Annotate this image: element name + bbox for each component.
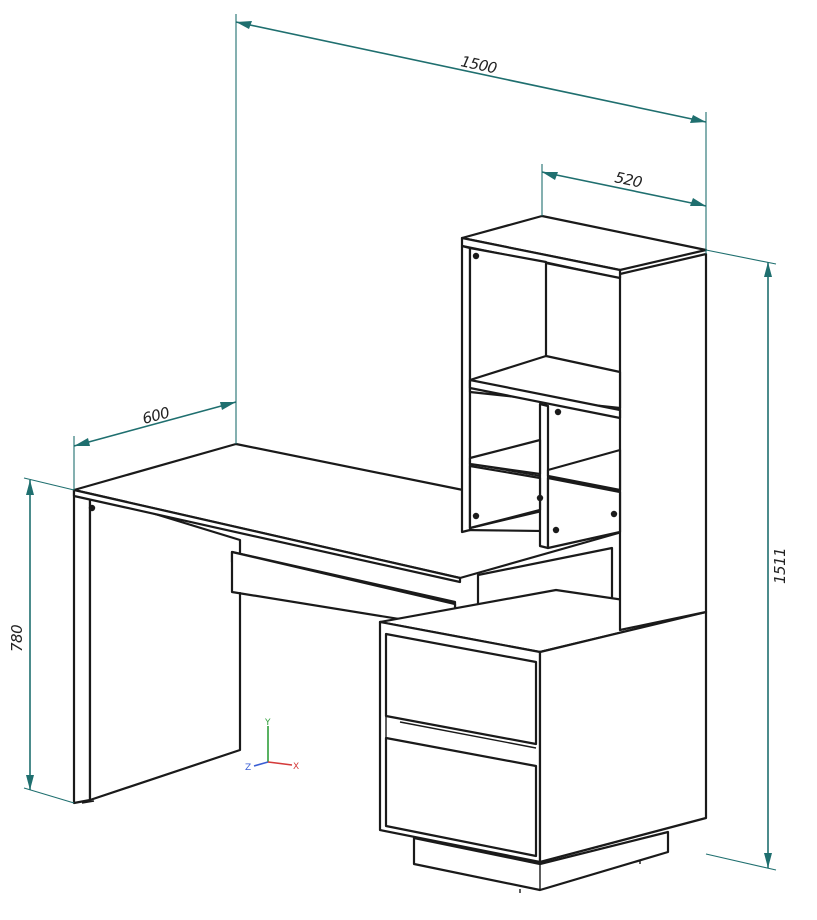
axis-x-label: X bbox=[293, 762, 299, 772]
shelf-lower-front-right bbox=[546, 476, 622, 550]
dim-label-600: 600 bbox=[140, 403, 171, 427]
dim-line-600 bbox=[73, 401, 237, 447]
dimension-lines bbox=[23, 14, 777, 871]
left-leg-face bbox=[88, 492, 242, 802]
dim-label-780: 780 bbox=[8, 625, 26, 652]
desk-top-edge bbox=[72, 488, 462, 584]
shelf-middle-edge bbox=[468, 378, 622, 420]
axis-z-label: Z bbox=[245, 763, 251, 773]
dim-label-1511: 1511 bbox=[771, 548, 789, 584]
left-leg-panel bbox=[72, 488, 92, 805]
dim-label-1500: 1500 bbox=[459, 52, 498, 77]
shelf-right-panel bbox=[618, 252, 708, 632]
shelf-divider bbox=[538, 402, 550, 550]
axis-x-line bbox=[267, 761, 293, 766]
dim-line-1500 bbox=[235, 21, 707, 123]
desk-model bbox=[72, 214, 708, 893]
pedestal-side bbox=[538, 610, 708, 864]
axis-z-line bbox=[253, 761, 269, 767]
axis-y-label: Y bbox=[264, 718, 271, 728]
shelf-left-panel bbox=[460, 244, 472, 534]
shelf-lower-left bbox=[468, 438, 542, 476]
shelf-lower-front-left bbox=[468, 464, 542, 530]
drawer-lower bbox=[384, 736, 538, 858]
axis-triad: Y X Z bbox=[245, 718, 299, 773]
dim-label-520: 520 bbox=[613, 168, 643, 191]
drawer-upper bbox=[384, 632, 538, 746]
dim-line-520 bbox=[541, 171, 707, 207]
